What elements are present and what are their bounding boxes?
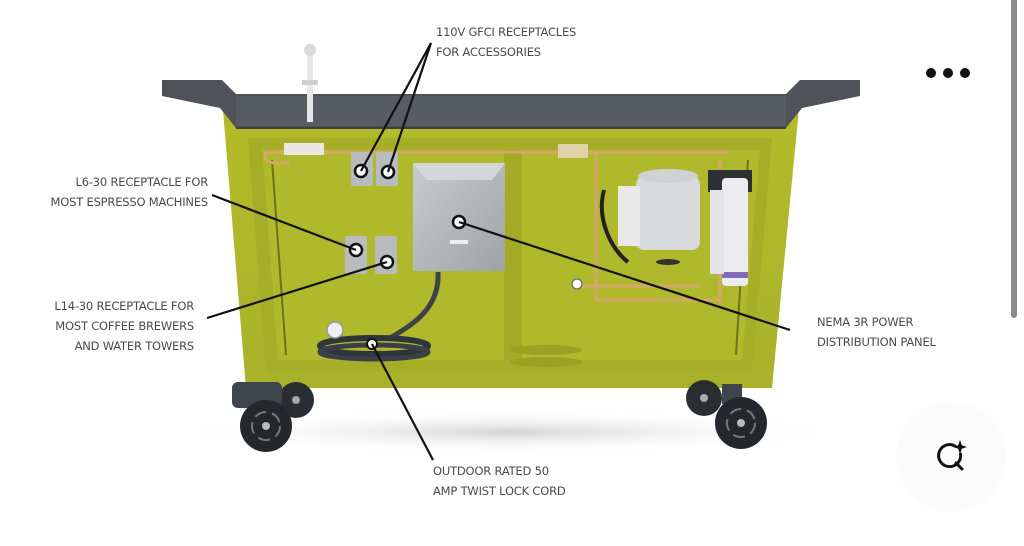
- callout-leader-lines: [206, 42, 791, 461]
- caster-right-front: [715, 384, 767, 449]
- more-horizontal-icon-dot: [960, 68, 970, 78]
- water-filter: [708, 170, 752, 286]
- water-line: [263, 150, 730, 302]
- caster-left-front: [232, 382, 292, 452]
- lens-search-sparkle-icon: [937, 440, 967, 471]
- lens-search-button[interactable]: [896, 402, 1006, 512]
- vertical-scrollbar[interactable]: [1011, 0, 1017, 318]
- callout-gfci-receptacles: 110V GFCI RECEPTACLES FOR ACCESSORIES: [436, 25, 577, 59]
- counter-top: [162, 80, 860, 129]
- nema-panel: [413, 163, 505, 271]
- callout-nema-panel: NEMA 3R POWER DISTRIBUTION PANEL: [817, 315, 936, 349]
- water-pump: [599, 169, 700, 265]
- callout-l6-30-receptacle: L6-30 RECEPTACLE FOR MOST ESPRESSO MACHI…: [50, 175, 209, 209]
- twist-lock-receptacles: [345, 236, 397, 274]
- callout-twist-lock-cord: OUTDOOR RATED 50 AMP TWIST LOCK CORD: [433, 464, 566, 498]
- more-horizontal-icon: [926, 68, 936, 78]
- more-horizontal-icon-dot: [943, 68, 953, 78]
- caster-left-rear: [278, 382, 314, 418]
- more-options-button[interactable]: [906, 58, 990, 88]
- faucet: [302, 44, 318, 122]
- callout-l14-30-receptacle: L14-30 RECEPTACLE FOR MOST COFFEE BREWER…: [54, 299, 194, 353]
- caster-right-rear: [686, 380, 722, 416]
